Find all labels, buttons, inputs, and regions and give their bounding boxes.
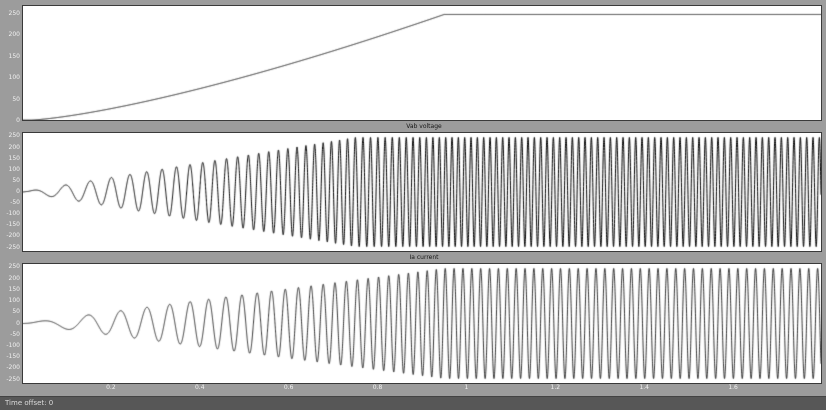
current-plot-block: 250 200 150 100 50 0 -50 -100 -150 -200 -250: [0, 263, 826, 384]
speed-trace-canvas: [23, 6, 821, 120]
x-tick-label: 0.4: [194, 384, 205, 391]
x-tick-label: 0.2: [106, 384, 116, 391]
time-offset-label: Time offset: 0: [5, 399, 54, 407]
x-tick-label: 0.6: [283, 384, 294, 391]
status-bar: Time offset: 0: [0, 396, 826, 410]
y-tick-label: 50: [12, 95, 20, 103]
voltage-plot-title: Vab voltage: [406, 123, 442, 130]
speed-plot: [22, 5, 822, 121]
voltage-trace-canvas: [23, 133, 821, 251]
y-tick-label: -200: [6, 232, 20, 240]
y-tick-label: 250: [8, 9, 20, 17]
speed-plot-block: 250 200 150 100 50 0: [0, 5, 826, 124]
y-tick-label: 200: [8, 143, 20, 151]
y-tick-label: 150: [8, 285, 20, 293]
y-tick-label: -150: [6, 221, 20, 229]
y-tick-label: 100: [8, 297, 20, 305]
y-tick-label: 100: [8, 74, 20, 82]
voltage-y-axis-labels: 250 200 150 100 50 0 -50 -100 -150 -200 -250: [0, 132, 22, 252]
x-tick-label: 1.2: [550, 384, 561, 391]
y-tick-label: -150: [6, 353, 20, 361]
current-trace-canvas: [23, 264, 821, 383]
y-tick-label: 150: [8, 52, 20, 60]
current-plot-title: Ia current: [409, 254, 439, 261]
y-tick-label: 150: [8, 154, 20, 162]
time-axis-labels: 0.2 0.4 0.6 0.8 1 1.2 1.4 1.6: [0, 384, 826, 396]
y-tick-label: -250: [6, 243, 20, 251]
y-tick-label: 200: [8, 274, 20, 282]
y-tick-label: -50: [10, 330, 20, 338]
y-tick-label: 0: [16, 188, 20, 195]
y-tick-label: 100: [8, 165, 20, 173]
x-tick-label: 1.6: [728, 384, 738, 391]
x-tick-label: 0.8: [372, 384, 383, 391]
current-plot: [22, 263, 822, 384]
y-tick-label: 50: [12, 176, 20, 184]
y-tick-label: -50: [10, 199, 20, 207]
y-tick-label: 250: [8, 132, 20, 140]
y-tick-label: -200: [6, 364, 20, 372]
y-tick-label: -100: [6, 341, 20, 349]
voltage-plot-block: 250 200 150 100 50 0 -50 -100 -150 -200 -250: [0, 132, 826, 252]
y-tick-label: -100: [6, 210, 20, 218]
current-y-axis-labels: 250 200 150 100 50 0 -50 -100 -150 -200 -250: [0, 263, 22, 384]
x-tick-label: 1: [464, 384, 469, 391]
y-tick-label: 250: [8, 263, 20, 271]
y-tick-label: 50: [12, 308, 20, 316]
y-tick-label: 200: [8, 31, 20, 39]
voltage-plot: [22, 132, 822, 252]
x-tick-label: 1.4: [639, 384, 649, 391]
y-tick-label: -250: [6, 375, 20, 383]
speed-y-axis-labels: 250 200 150 100 50 0: [0, 5, 22, 124]
y-tick-label: 0: [16, 117, 20, 124]
y-tick-label: 0: [16, 319, 20, 327]
